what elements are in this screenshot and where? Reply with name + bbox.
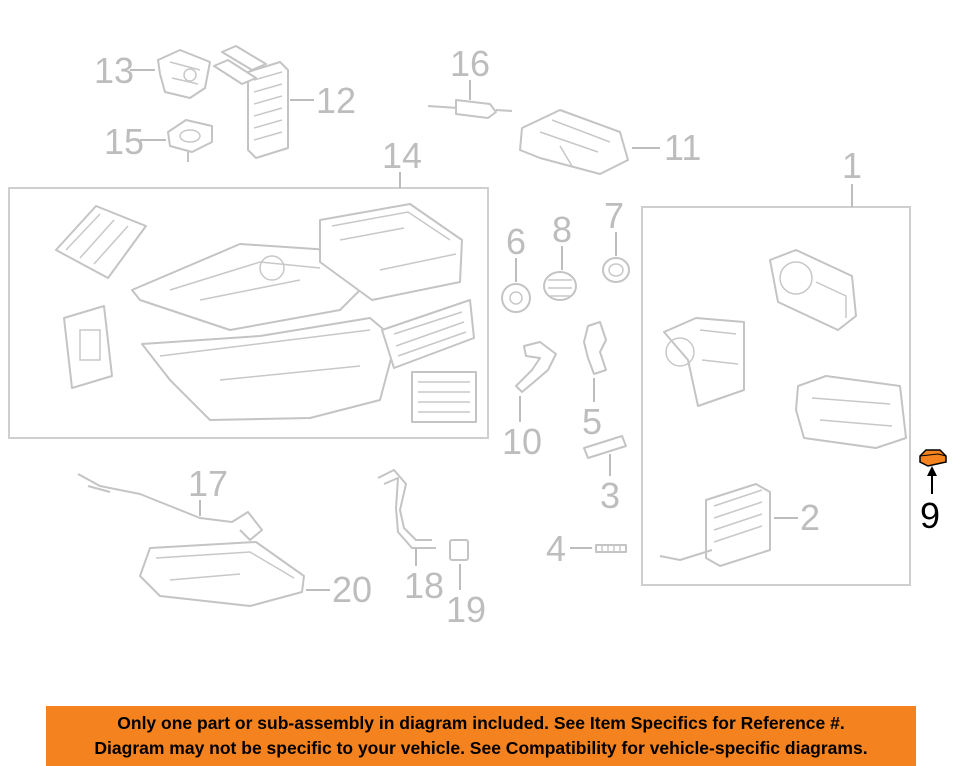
part-9[interactable] [919, 449, 947, 467]
callout-20: 20 [332, 569, 372, 610]
callout-5: 5 [582, 401, 602, 442]
callout-9: 9 [920, 495, 940, 536]
part-6[interactable] [501, 283, 531, 313]
part-2[interactable] [659, 483, 771, 567]
callout-16: 16 [450, 43, 490, 84]
part-13[interactable] [157, 49, 211, 99]
callout-18: 18 [404, 565, 444, 606]
part-8[interactable] [543, 271, 577, 301]
part-5[interactable] [583, 321, 607, 375]
callout-15: 15 [104, 121, 144, 162]
callout-2: 2 [800, 497, 820, 538]
part-11[interactable] [519, 109, 629, 175]
group-box-14 [8, 187, 489, 439]
callout-11: 11 [664, 127, 701, 168]
part-19[interactable] [449, 539, 469, 561]
callout-7: 7 [604, 195, 624, 236]
disclaimer-line-2: Diagram may not be specific to your vehi… [94, 738, 868, 758]
group-box-1 [641, 206, 911, 586]
part-20[interactable] [139, 541, 305, 607]
callout-3: 3 [600, 475, 620, 516]
callout-6: 6 [506, 221, 526, 262]
callout-12: 12 [316, 80, 356, 121]
callout-10: 10 [502, 421, 542, 462]
disclaimer-banner: Only one part or sub-assembly in diagram… [46, 706, 916, 766]
callout-17: 17 [188, 463, 228, 504]
part-17[interactable] [77, 473, 263, 541]
disclaimer-line-1: Only one part or sub-assembly in diagram… [117, 713, 845, 733]
part-7[interactable] [602, 257, 630, 283]
part-1-assembly[interactable] [663, 249, 907, 449]
part-12[interactable] [213, 45, 289, 159]
part-18[interactable] [377, 469, 436, 549]
part-10[interactable] [515, 341, 557, 393]
part-14-assembly[interactable] [55, 203, 477, 423]
callout-13: 13 [94, 50, 134, 91]
callout-14: 14 [382, 135, 422, 176]
callout-4: 4 [546, 528, 566, 569]
callout-19: 19 [446, 589, 486, 630]
part-3[interactable] [583, 435, 627, 459]
part-4[interactable] [595, 544, 627, 553]
callout-1: 1 [842, 145, 862, 186]
part-15[interactable] [167, 119, 213, 162]
part-16[interactable] [427, 99, 513, 119]
callout-8: 8 [552, 209, 572, 250]
